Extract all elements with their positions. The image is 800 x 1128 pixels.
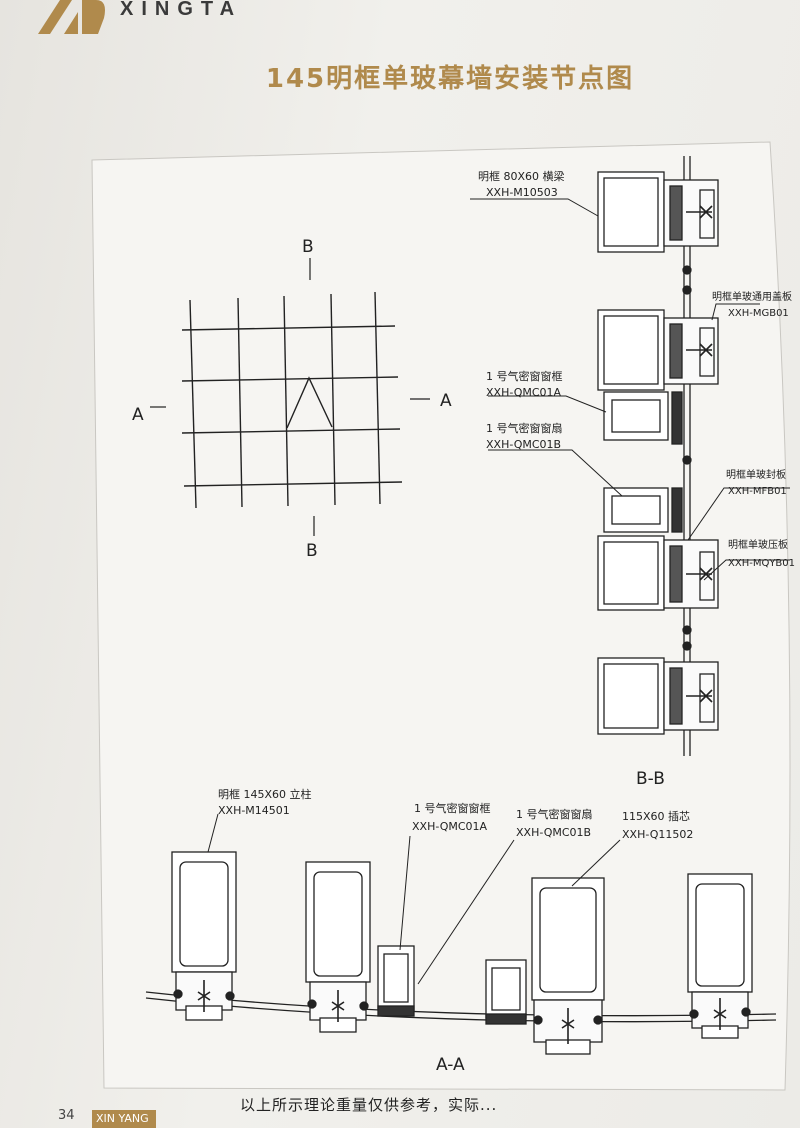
section-bb-drawing [597, 156, 719, 756]
page-title: 145明框单玻幕墙安装节点图 [265, 64, 635, 94]
page-number: 34 [58, 1108, 75, 1123]
callout-aa-4-code: XXH-Q11502 [622, 828, 693, 841]
elevation-grid [181, 291, 403, 509]
callout-bb-5-code: XXH-MFB01 [728, 486, 787, 497]
callout-aa-1-code: XXH-M14501 [218, 804, 290, 817]
footer-note: 以上所示理论重量仅供参考，实际... [240, 1096, 498, 1114]
callout-bb-1-code: XXH-M10503 [486, 186, 558, 199]
section-bb-leaders [470, 198, 790, 581]
section-aa-caption: A-A [436, 1055, 465, 1075]
section-aa-leaders [207, 813, 621, 985]
callout-bb-1-name: 明框 80X60 横梁 [478, 169, 565, 183]
callout-aa-3-code: XXH-QMC01B [516, 826, 591, 839]
callout-bb-5-name: 明框单玻封板 [726, 468, 786, 481]
brand-text: XINGTA [120, 0, 243, 20]
callout-bb-6-name: 明框单玻压板 [728, 538, 788, 551]
section-bb-caption: B-B [636, 769, 665, 789]
callout-bb-4-code: XXH-QMC01B [486, 438, 561, 451]
callout-aa-3-name: 1 号气密窗窗扇 [516, 807, 593, 821]
label-a-right: A [440, 391, 452, 411]
company-logo [38, 0, 105, 34]
callout-aa-2-name: 1 号气密窗窗框 [414, 801, 491, 815]
callout-aa-4-name: 115X60 插芯 [622, 809, 690, 823]
footer-brand: XIN YANG [92, 1110, 156, 1128]
callout-aa-1-name: 明框 145X60 立柱 [218, 787, 312, 801]
callout-bb-2-code: XXH-MGB01 [728, 308, 789, 319]
label-b-bottom: B [306, 541, 318, 561]
callout-bb-3-name: 1 号气密窗窗框 [486, 369, 563, 383]
callout-bb-2-name: 明框单玻通用盖板 [712, 290, 792, 303]
section-aa-drawing [145, 851, 777, 1055]
label-a-left: A [132, 405, 144, 425]
callout-bb-6-code: XXH-MQYB01 [728, 558, 795, 569]
callout-bb-4-name: 1 号气密窗窗扇 [486, 421, 563, 435]
label-b-top: B [302, 237, 314, 257]
brand-header: XINGTA [0, 0, 800, 36]
callout-aa-2-code: XXH-QMC01A [412, 820, 488, 833]
callout-bb-3-code: XXH-QMC01A [486, 386, 562, 399]
